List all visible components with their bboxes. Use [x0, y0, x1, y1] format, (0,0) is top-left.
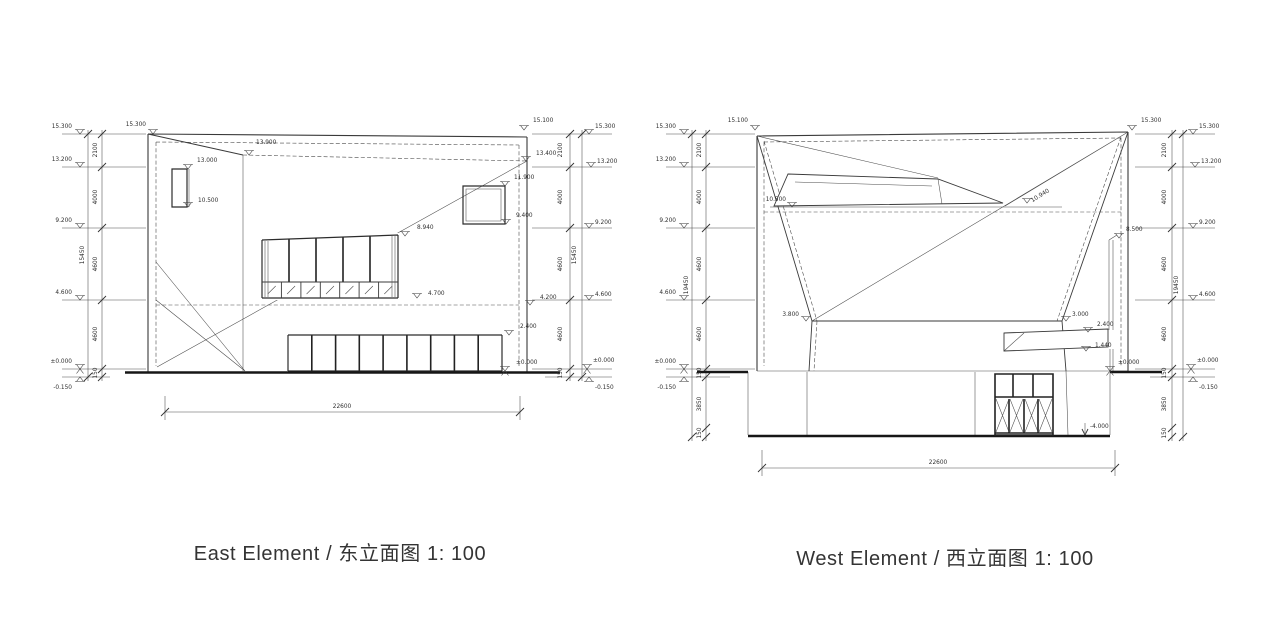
- east-ground-glazing-strip: [286, 333, 504, 372]
- svg-text:15.300: 15.300: [656, 124, 677, 130]
- west-ground-and-basement: [697, 370, 1162, 438]
- east-elevation-caption: East Element / 东立面图 1: 100: [193, 543, 487, 565]
- svg-text:9.200: 9.200: [1199, 220, 1216, 226]
- svg-text:-0.150: -0.150: [657, 385, 676, 391]
- west-downpipe: [1108, 234, 1118, 371]
- svg-text:2100: 2100: [93, 142, 99, 157]
- svg-text:4600: 4600: [1162, 256, 1168, 271]
- west-roof-monitor: [773, 173, 1004, 207]
- west-labels: 15.300 13.200 9.200 4.600 ±0.000 -0.150 2100 40…: [655, 118, 1222, 466]
- svg-text:13.200: 13.200: [52, 157, 73, 163]
- svg-text:-0.150: -0.150: [53, 385, 72, 391]
- svg-text:9.200: 9.200: [55, 218, 72, 224]
- svg-text:15.300: 15.300: [1141, 118, 1162, 124]
- svg-text:22600: 22600: [333, 404, 352, 410]
- east-small-window: [171, 168, 190, 208]
- west-canopy: [1003, 328, 1109, 352]
- svg-text:±0.000: ±0.000: [516, 360, 538, 366]
- svg-text:15.100: 15.100: [728, 118, 749, 124]
- east-square-window: [462, 185, 506, 225]
- svg-text:±0.000: ±0.000: [593, 358, 615, 364]
- svg-text:4.200: 4.200: [540, 295, 557, 301]
- svg-text:150: 150: [697, 367, 703, 378]
- svg-text:4.700: 4.700: [428, 291, 445, 297]
- svg-text:150: 150: [1162, 427, 1168, 438]
- svg-text:±0.000: ±0.000: [1118, 360, 1140, 366]
- svg-text:±0.000: ±0.000: [655, 359, 677, 365]
- svg-text:1.440: 1.440: [1095, 343, 1112, 349]
- svg-text:11.900: 11.900: [514, 175, 535, 181]
- west-dimension-lines: [666, 129, 1215, 476]
- svg-text:8.940: 8.940: [417, 225, 434, 231]
- svg-text:4600: 4600: [697, 326, 703, 341]
- svg-text:15.300: 15.300: [52, 124, 73, 130]
- svg-text:4000: 4000: [697, 189, 703, 204]
- svg-text:13.200: 13.200: [597, 159, 618, 165]
- svg-text:10.500: 10.500: [198, 198, 219, 204]
- svg-text:2100: 2100: [558, 142, 564, 157]
- svg-text:4.600: 4.600: [1199, 292, 1216, 298]
- svg-text:150: 150: [558, 367, 564, 378]
- svg-text:2100: 2100: [1162, 142, 1168, 157]
- svg-text:4600: 4600: [1162, 326, 1168, 341]
- svg-text:15.300: 15.300: [1199, 124, 1220, 130]
- svg-text:15450: 15450: [80, 245, 86, 264]
- svg-text:19450: 19450: [1174, 275, 1180, 294]
- svg-text:4600: 4600: [93, 326, 99, 341]
- svg-text:4000: 4000: [558, 189, 564, 204]
- svg-text:±0.000: ±0.000: [51, 359, 73, 365]
- svg-text:4600: 4600: [558, 326, 564, 341]
- svg-text:4600: 4600: [93, 256, 99, 271]
- svg-text:13.900: 13.900: [256, 140, 277, 146]
- west-basement-windows: [994, 373, 1054, 436]
- svg-text:-0.150: -0.150: [595, 385, 614, 391]
- svg-text:13.000: 13.000: [197, 158, 218, 164]
- svg-text:4600: 4600: [558, 256, 564, 271]
- svg-text:9.200: 9.200: [659, 218, 676, 224]
- svg-text:9.200: 9.200: [595, 220, 612, 226]
- svg-text:2.400: 2.400: [1097, 322, 1114, 328]
- west-lower-walls: [808, 320, 1069, 436]
- svg-text:4.600: 4.600: [595, 292, 612, 298]
- east-labels: 15.300 13.200 9.200 4.600 ±0.000 -0.150 2100 40…: [51, 118, 618, 410]
- svg-text:15450: 15450: [572, 245, 578, 264]
- svg-text:4600: 4600: [697, 256, 703, 271]
- svg-text:3.800: 3.800: [782, 312, 799, 318]
- svg-text:2100: 2100: [697, 142, 703, 157]
- svg-text:150: 150: [93, 367, 99, 378]
- west-elevation-caption: West Element / 西立面图 1: 100: [796, 548, 1094, 570]
- svg-text:2.400: 2.400: [520, 324, 537, 330]
- svg-text:150: 150: [697, 427, 703, 438]
- svg-text:-0.150: -0.150: [1199, 385, 1218, 391]
- svg-text:19450: 19450: [684, 275, 690, 294]
- svg-text:15.300: 15.300: [595, 124, 616, 130]
- svg-text:8.500: 8.500: [1126, 227, 1143, 233]
- svg-text:4000: 4000: [1162, 189, 1168, 204]
- svg-text:10.500: 10.500: [766, 197, 787, 203]
- west-building-outline: [756, 131, 1129, 371]
- svg-text:22600: 22600: [929, 460, 948, 466]
- svg-text:4000: 4000: [93, 189, 99, 204]
- svg-text:13.200: 13.200: [1201, 159, 1222, 165]
- west-elevation-drawing: 15.300 13.200 9.200 4.600 ±0.000 -0.150 2100 40…: [655, 118, 1222, 476]
- svg-text:13.200: 13.200: [656, 157, 677, 163]
- svg-text:-4.000: -4.000: [1090, 424, 1109, 430]
- svg-text:15.100: 15.100: [533, 118, 554, 124]
- svg-text:±0.000: ±0.000: [1197, 358, 1219, 364]
- svg-text:10.940: 10.940: [1030, 188, 1051, 204]
- svg-text:3850: 3850: [1162, 396, 1168, 411]
- svg-text:15.300: 15.300: [126, 122, 147, 128]
- svg-text:150: 150: [1162, 367, 1168, 378]
- svg-text:4.600: 4.600: [659, 290, 676, 296]
- svg-text:3.000: 3.000: [1072, 312, 1089, 318]
- east-window-band: [260, 233, 400, 300]
- svg-text:9.400: 9.400: [516, 213, 533, 219]
- east-elevation-drawing: 15.300 13.200 9.200 4.600 ±0.000 -0.150 2100 40…: [51, 118, 618, 420]
- svg-text:3850: 3850: [697, 396, 703, 411]
- svg-text:4.600: 4.600: [55, 290, 72, 296]
- east-dimension-lines: [62, 129, 612, 420]
- svg-text:13.400: 13.400: [536, 151, 557, 157]
